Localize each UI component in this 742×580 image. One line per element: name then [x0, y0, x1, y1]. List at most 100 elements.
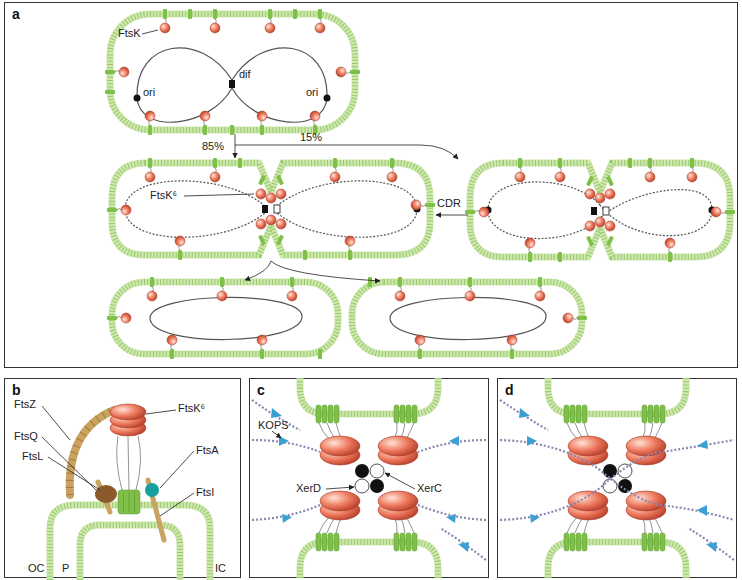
ftsk-protein: [200, 111, 210, 135]
cell-membrane: [470, 163, 730, 257]
panel-frame: a: [4, 2, 738, 368]
divisome: [145, 483, 159, 497]
ftsk-protein: [558, 252, 562, 262]
dna-strand: [449, 436, 459, 446]
chromosome: [125, 181, 265, 237]
cell-membrane: [470, 163, 730, 257]
locus-label: dif: [239, 68, 251, 81]
chromosome: [232, 48, 327, 122]
chromosome: [125, 48, 712, 340]
ftsk-protein: [276, 235, 284, 246]
chromosome: [390, 297, 546, 339]
locus-label: ori: [306, 86, 318, 99]
leader-line: [42, 437, 96, 490]
sequence-label: KOPS: [258, 419, 289, 432]
panel-letter: d: [505, 382, 514, 398]
dna-strand: [418, 440, 486, 452]
ftsk-protein: [415, 335, 425, 359]
cell-membrane: [112, 282, 338, 354]
septum-closeup: [548, 378, 686, 578]
septum-closeup: [400, 405, 405, 423]
dna-strand: [697, 505, 707, 516]
ftsk-protein: [257, 335, 267, 359]
ftsk-protein: [258, 235, 266, 246]
ori-site: [709, 207, 716, 214]
ftsk-protein: [107, 313, 131, 323]
chromosome: [488, 182, 712, 239]
protein-label: FtsZ: [14, 398, 36, 411]
ftsk-protein: [595, 193, 605, 203]
dif-site: [274, 205, 280, 213]
dna-strand: [527, 436, 537, 446]
ftsk-protein: [595, 217, 605, 227]
septum-closeup: [300, 378, 438, 414]
dna-strand: [252, 505, 320, 520]
ftsk-protein: [238, 158, 242, 168]
protein-label: FtsK: [118, 27, 141, 40]
leader-line: [184, 194, 254, 196]
leader-line: [160, 493, 194, 516]
ftsk-protein: [605, 189, 615, 199]
protein-label: FtsK⁶: [178, 402, 205, 415]
dna-strand: [688, 528, 734, 560]
ftsk-protein: [387, 158, 397, 182]
ftsk-protein: [265, 9, 275, 33]
ftsk-protein: [175, 236, 185, 260]
septum-membrane: [80, 525, 180, 580]
compartment-label: IC: [215, 562, 226, 575]
ftsk-protein: [687, 158, 697, 182]
process-arrow: [235, 145, 458, 159]
septum-membrane: [50, 505, 210, 580]
dif-site: [591, 207, 597, 215]
septum-closeup: [334, 405, 339, 423]
septum-closeup: [322, 533, 327, 551]
dna-strand: [500, 400, 548, 430]
septum-closeup: [300, 542, 438, 578]
septum-closeup: [400, 533, 405, 551]
cell-membrane: [110, 14, 355, 130]
septum-closeup: [378, 500, 418, 520]
process-label: CDR: [437, 197, 461, 210]
divisome: [110, 412, 146, 428]
ftsk-protein: [395, 277, 405, 301]
dna-strand: [446, 514, 456, 523]
divisome: [110, 420, 146, 436]
septum-closeup: [328, 533, 333, 551]
ftsk-protein: [303, 250, 307, 260]
divisome: [110, 404, 146, 420]
dna-strand: [500, 440, 734, 520]
ori-site: [324, 95, 331, 102]
leader-line: [160, 451, 194, 488]
ftsk-protein: [665, 238, 675, 262]
panel-letter: a: [12, 6, 20, 22]
divisome: [70, 404, 164, 540]
ftsk-protein: [645, 158, 655, 182]
ori-site: [122, 206, 129, 213]
ftsk-protein: [147, 277, 157, 301]
ftsk-protein: [711, 207, 735, 217]
process-arrow: [235, 134, 468, 281]
ftsk-protein: [258, 175, 266, 186]
septum-closeup: [319, 516, 342, 533]
septum-membrane: [80, 525, 180, 580]
divisome: [136, 436, 141, 490]
protein-label: XerD: [296, 482, 321, 495]
divisome: [70, 410, 114, 495]
septum-closeup: [394, 423, 414, 440]
cell-membrane: [352, 282, 582, 354]
septum-closeup: [320, 436, 360, 456]
leader-line: [326, 487, 354, 489]
ftsk-protein: [315, 9, 325, 33]
ftsk-protein: [105, 67, 129, 77]
septum-membrane: [50, 505, 210, 580]
cell-membrane: [112, 282, 338, 354]
dna-strand: [418, 505, 486, 520]
dna-strand: [519, 408, 530, 418]
dna-strand: [458, 542, 469, 552]
ftsk-protein: [105, 90, 115, 94]
septum-closeup: [370, 479, 384, 493]
ftsk-protein: [217, 277, 227, 301]
septum-closeup: [320, 491, 360, 511]
ftsk-protein: [515, 158, 525, 182]
septum-closeup: [334, 533, 339, 551]
